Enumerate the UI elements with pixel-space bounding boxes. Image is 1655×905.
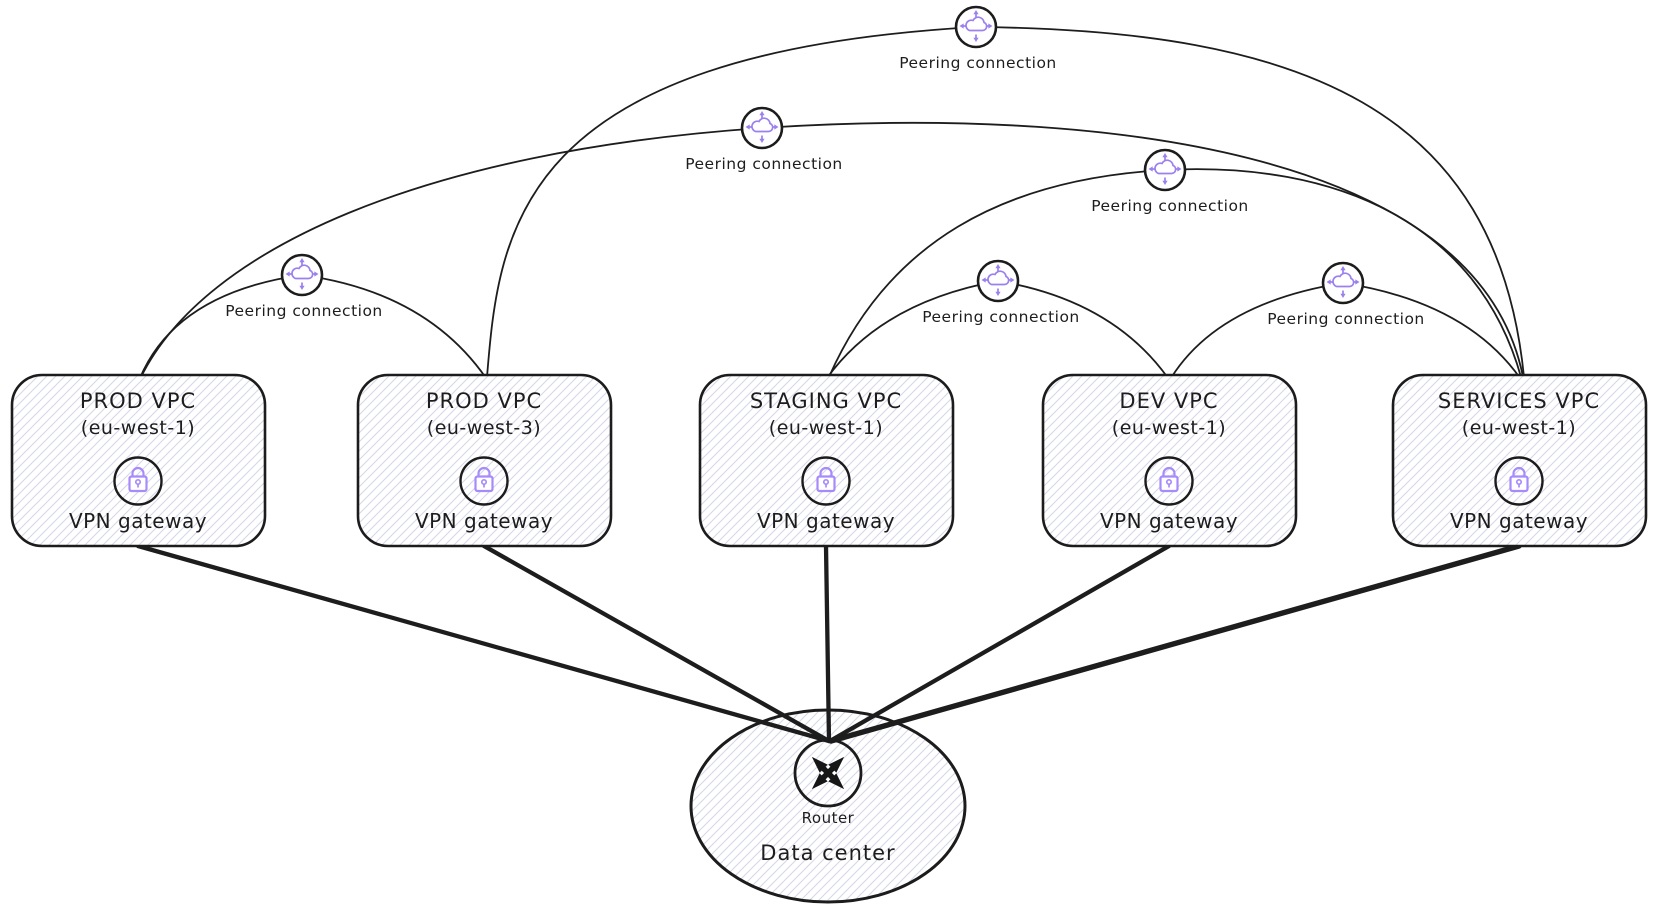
peering-label: Peering connection <box>685 155 843 173</box>
vpc-rect <box>356 373 613 548</box>
vpc-name: DEV VPC <box>1119 389 1218 413</box>
peering-label: Peering connection <box>1091 197 1249 215</box>
cloud-with-arrows-icon <box>745 111 779 143</box>
vpc-region: (eu-west-1) <box>81 417 195 439</box>
lock-icon <box>459 456 509 506</box>
vpc-box-staging: STAGING VPC (eu-west-1) VPN gateway <box>698 373 955 548</box>
peering-label: Peering connection <box>225 302 383 320</box>
router-ring <box>793 738 863 808</box>
vpc-region: (eu-west-1) <box>1462 417 1576 439</box>
vpc-region: (eu-west-3) <box>427 417 541 439</box>
vpc-region: (eu-west-1) <box>769 417 883 439</box>
router-icon <box>811 756 845 790</box>
vpn-links <box>135 543 1522 744</box>
vpn-link-dev <box>827 543 1172 744</box>
peering-label: Peering connection <box>922 308 1080 326</box>
peering-node-staging-services <box>1143 148 1187 192</box>
peering-label: Peering connection <box>899 54 1057 72</box>
lock-icon <box>1494 456 1544 506</box>
vpc-box-dev: DEV VPC (eu-west-1) VPN gateway <box>1041 373 1298 548</box>
peering-label: Peering connection <box>1267 310 1425 328</box>
lock-icon <box>801 456 851 506</box>
lock-icon <box>1144 456 1194 506</box>
cloud-with-arrows-icon <box>981 264 1015 296</box>
peering-node-prod1-prod3 <box>280 253 324 297</box>
vpn-link-services <box>828 543 1522 744</box>
vpc-name: SERVICES VPC <box>1438 389 1600 413</box>
cloud-with-arrows-icon <box>959 10 993 42</box>
vpn-gateway-label: VPN gateway <box>757 509 895 533</box>
vpc-rect <box>698 373 955 548</box>
lock-icon <box>113 456 163 506</box>
peering-node-prod3-services <box>954 5 998 49</box>
vpc-rect <box>1041 373 1298 548</box>
vpc-name: PROD VPC <box>426 389 542 413</box>
cloud-with-arrows-icon <box>285 258 319 290</box>
vpc-box-prod-eu-west-1: PROD VPC (eu-west-1) VPN gateway <box>10 373 267 548</box>
cloud-with-arrows-icon <box>1148 153 1182 185</box>
vpc-name: PROD VPC <box>80 389 196 413</box>
vpn-link-prod1 <box>135 543 832 744</box>
peering-node-staging-dev <box>976 259 1020 303</box>
router-label: Router <box>802 809 855 827</box>
vpn-gateway-label: VPN gateway <box>1450 509 1588 533</box>
vpc-name: STAGING VPC <box>750 389 902 413</box>
vpc-region: (eu-west-1) <box>1112 417 1226 439</box>
vpc-rect <box>10 373 267 548</box>
vpn-gateway-label: VPN gateway <box>69 509 207 533</box>
cloud-with-arrows-icon <box>1326 266 1360 298</box>
vpn-link-staging <box>823 543 832 744</box>
vpn-gateway-label: VPN gateway <box>1100 509 1238 533</box>
peering-node-prod1-services <box>740 106 784 150</box>
vpn-gateway-label: VPN gateway <box>415 509 553 533</box>
vpn-link-prod3 <box>481 543 832 744</box>
vpc-box-prod-eu-west-3: PROD VPC (eu-west-3) VPN gateway <box>356 373 613 548</box>
router-group <box>793 738 863 808</box>
vpc-rect <box>1391 373 1648 548</box>
data-center-label: Data center <box>760 841 895 865</box>
vpc-box-services: SERVICES VPC (eu-west-1) VPN gateway <box>1391 373 1648 548</box>
peering-node-dev-services <box>1321 261 1365 305</box>
